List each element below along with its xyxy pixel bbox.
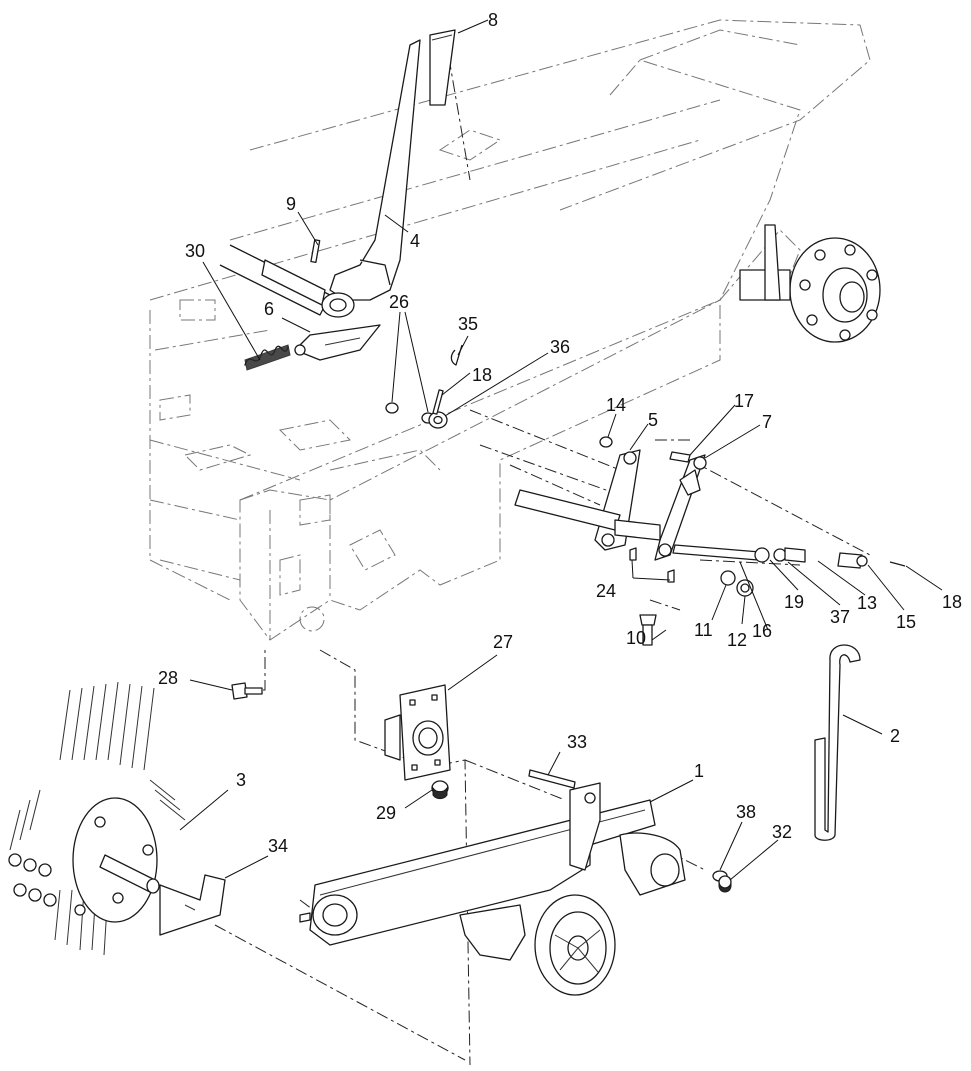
callout-36: 36: [550, 337, 570, 357]
callout-18-right: 18: [942, 592, 962, 612]
callout-24: 24: [596, 581, 616, 601]
callout-14: 14: [606, 395, 626, 415]
callout-2: 2: [890, 726, 900, 746]
callout-3: 3: [236, 770, 246, 790]
ghost-frame: [149, 19, 871, 641]
callout-12: 12: [727, 630, 747, 650]
callout-35: 35: [458, 314, 478, 334]
callout-30: 30: [185, 241, 205, 261]
callout-38: 38: [736, 802, 756, 822]
callout-32: 32: [772, 822, 792, 842]
rod-hardware: [629, 544, 906, 646]
arm-assembly: [299, 769, 732, 996]
callout-33: 33: [567, 732, 587, 752]
lever-assembly: [219, 29, 456, 318]
callout-8: 8: [488, 10, 498, 30]
callout-10: 10: [626, 628, 646, 648]
pin-9: [310, 239, 321, 263]
latch-plate: [294, 324, 381, 361]
callout-1: 1: [694, 761, 704, 781]
leader-lines: [179, 19, 943, 881]
mounting-plate: [231, 682, 451, 800]
callout-28: 28: [158, 668, 178, 688]
callout-5: 5: [648, 410, 658, 430]
callout-18-upper: 18: [472, 365, 492, 385]
callout-4: 4: [410, 231, 420, 251]
j-rod: [814, 644, 861, 841]
wheel-hub: [739, 224, 881, 343]
callout-37: 37: [830, 607, 850, 627]
bracket-34: [159, 874, 226, 936]
callout-26: 26: [389, 292, 409, 312]
callout-19: 19: [784, 592, 804, 612]
reel-bolts: [8, 853, 57, 907]
callout-29: 29: [376, 803, 396, 823]
callout-16: 16: [752, 621, 772, 641]
upper-hardware: [385, 344, 463, 429]
tine-reel: [8, 681, 186, 956]
callout-34: 34: [268, 836, 288, 856]
callout-15: 15: [896, 612, 916, 632]
callout-13: 13: [857, 593, 877, 613]
callout-17: 17: [734, 391, 754, 411]
callout-9: 9: [286, 194, 296, 214]
callout-6: 6: [264, 299, 274, 319]
callout-11: 11: [694, 620, 713, 640]
callout-27: 27: [493, 632, 513, 652]
callout-7: 7: [762, 412, 772, 432]
linkage-brackets: [514, 436, 707, 561]
spring: [244, 344, 291, 371]
callout-labels: 8 9 4 30 6 26 35 18 36 14 5 17 7 24 11 1…: [158, 10, 962, 856]
